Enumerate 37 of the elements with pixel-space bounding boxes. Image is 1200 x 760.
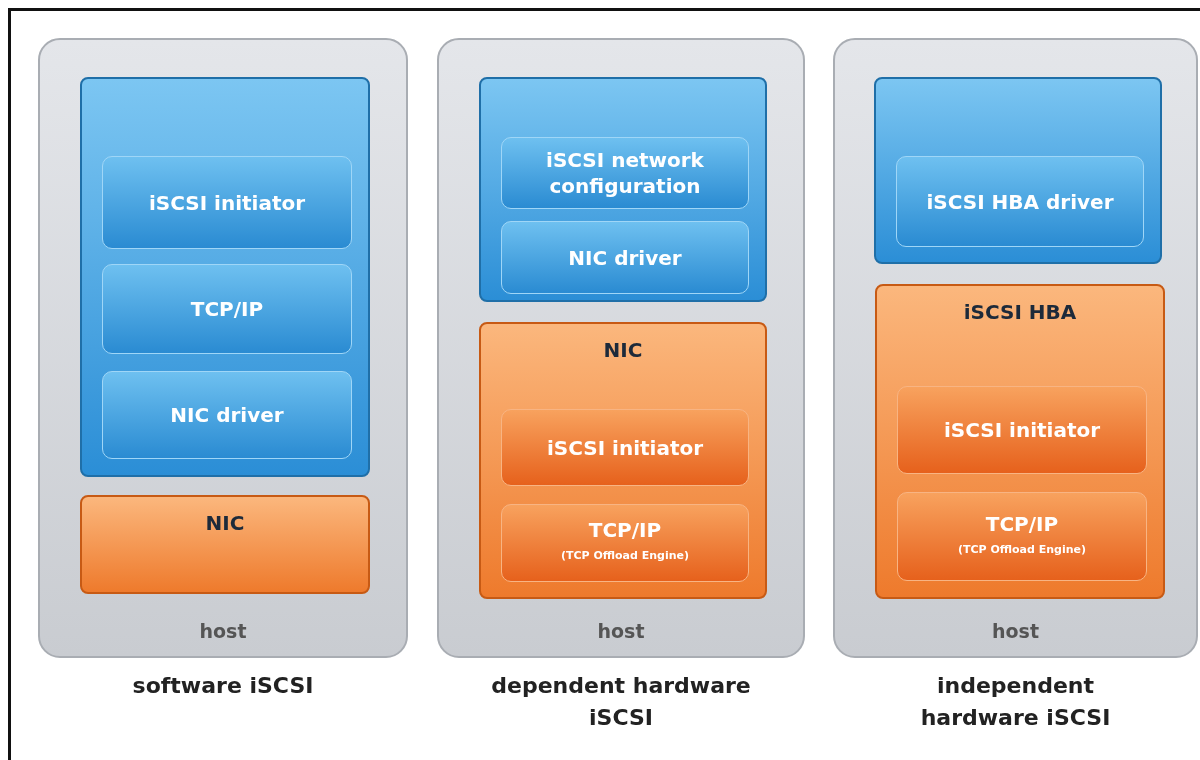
kernel-layer-box	[80, 77, 370, 477]
column-caption: software iSCSI	[131, 672, 315, 700]
layer-heading: iSCSI HBA	[962, 300, 1078, 324]
component-label: TCP/IP	[189, 296, 265, 322]
component-label: iSCSI initiator	[545, 434, 705, 461]
component-label: NIC driver	[169, 402, 285, 428]
kernel-layer-box	[479, 77, 767, 302]
hardware-component-box	[501, 409, 749, 486]
software-component-box	[896, 156, 1144, 247]
software-component-box	[501, 221, 749, 294]
software-component-box	[102, 156, 352, 249]
software-component-box	[501, 137, 749, 209]
component-label: TCP/IP	[984, 510, 1060, 537]
layer-heading: NIC	[602, 338, 644, 362]
hardware-card-box	[80, 495, 370, 594]
layer-heading: NIC	[204, 511, 246, 535]
column-caption: independent hardware iSCSI	[919, 672, 1112, 732]
component-label: iSCSI HBA driver	[925, 188, 1115, 215]
component-label: TCP/IP	[587, 517, 663, 543]
host-label: host	[991, 620, 1040, 642]
hardware-card-box	[479, 322, 767, 599]
hardware-component-box	[897, 492, 1147, 581]
hardware-component-box	[897, 386, 1147, 474]
kernel-layer-box	[874, 77, 1162, 264]
component-note: (TCP Offload Engine)	[559, 548, 691, 564]
software-component-box	[102, 371, 352, 459]
hardware-component-box	[501, 504, 749, 582]
software-component-box	[102, 264, 352, 354]
hardware-card-box	[875, 284, 1165, 599]
component-label: iSCSI initiator	[942, 417, 1102, 443]
component-label: NIC driver	[567, 244, 683, 271]
component-label: iSCSI network configuration	[545, 147, 705, 199]
column-caption: dependent hardware iSCSI	[490, 672, 752, 732]
host-label: host	[596, 620, 646, 642]
component-label: iSCSI initiator	[147, 189, 307, 216]
host-label: host	[198, 620, 248, 642]
component-note: (TCP Offload Engine)	[956, 541, 1088, 558]
